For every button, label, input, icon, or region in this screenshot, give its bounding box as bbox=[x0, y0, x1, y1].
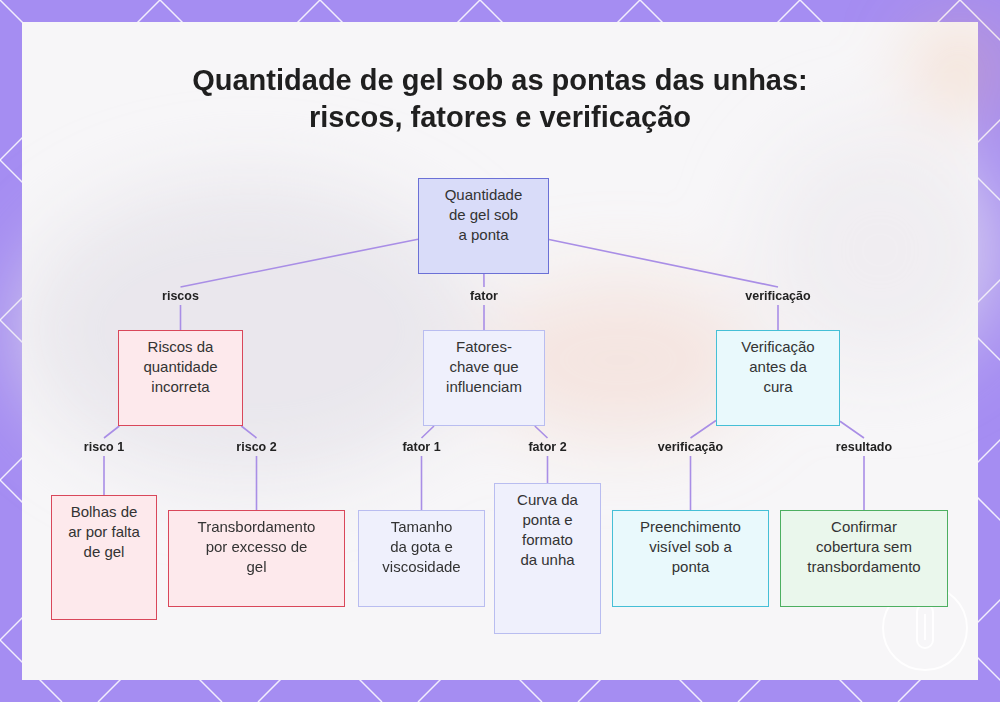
edge-label: verificação bbox=[745, 289, 810, 303]
connector-line bbox=[241, 426, 256, 510]
leaf-box: Tamanho da gota e viscosidade bbox=[358, 510, 485, 607]
leaf-box: Confirmar cobertura sem transbordamento bbox=[780, 510, 948, 607]
edge-label: fator bbox=[470, 289, 498, 303]
connector-line bbox=[840, 421, 864, 510]
leaf-box: Bolhas de ar por falta de gel bbox=[51, 495, 157, 620]
node-label: Preenchimento visível sob a ponta bbox=[636, 517, 745, 577]
background-blur bbox=[20, 30, 1000, 480]
leaf-box: Preenchimento visível sob a ponta bbox=[612, 510, 769, 607]
node-label: Transbordamento por excesso de gel bbox=[196, 517, 317, 577]
connector-line bbox=[691, 421, 717, 510]
connector-line bbox=[181, 239, 419, 330]
connector-line bbox=[422, 426, 435, 510]
edge-label: fator 2 bbox=[528, 440, 566, 454]
edge-label: risco 2 bbox=[236, 440, 276, 454]
edge-label: fator 1 bbox=[402, 440, 440, 454]
edge-label: resultado bbox=[836, 440, 892, 454]
leaf-box: Curva da ponta e formato da unha bbox=[494, 483, 601, 634]
node-label: Riscos da quantidade incorreta bbox=[131, 337, 230, 397]
leaf-box: Transbordamento por excesso de gel bbox=[168, 510, 345, 607]
node-label: Bolhas de ar por falta de gel bbox=[68, 502, 140, 562]
edge-label: verificação bbox=[658, 440, 723, 454]
category-box: Riscos da quantidade incorreta bbox=[118, 330, 243, 426]
node-label: Fatores-chave que influenciam bbox=[442, 337, 526, 397]
node-label: Verificação antes da cura bbox=[738, 337, 818, 397]
node-label: Confirmar cobertura sem transbordamento bbox=[802, 517, 926, 577]
node-label: Tamanho da gota e viscosidade bbox=[382, 517, 461, 577]
connector-line bbox=[104, 426, 119, 495]
diagram-title: Quantidade de gel sob as pontas das unha… bbox=[190, 62, 810, 136]
category-box: Fatores-chave que influenciam bbox=[423, 330, 545, 426]
edge-label: riscos bbox=[162, 289, 199, 303]
panel bbox=[22, 22, 978, 680]
category-box: Verificação antes da cura bbox=[716, 330, 840, 426]
connector-line bbox=[535, 426, 548, 483]
connector-line bbox=[549, 240, 778, 330]
node-label: Quantidade de gel sob a ponta bbox=[444, 185, 523, 245]
node-label: Curva da ponta e formato da unha bbox=[515, 490, 580, 570]
root-box: Quantidade de gel sob a ponta bbox=[418, 178, 549, 274]
edge-label: risco 1 bbox=[84, 440, 124, 454]
